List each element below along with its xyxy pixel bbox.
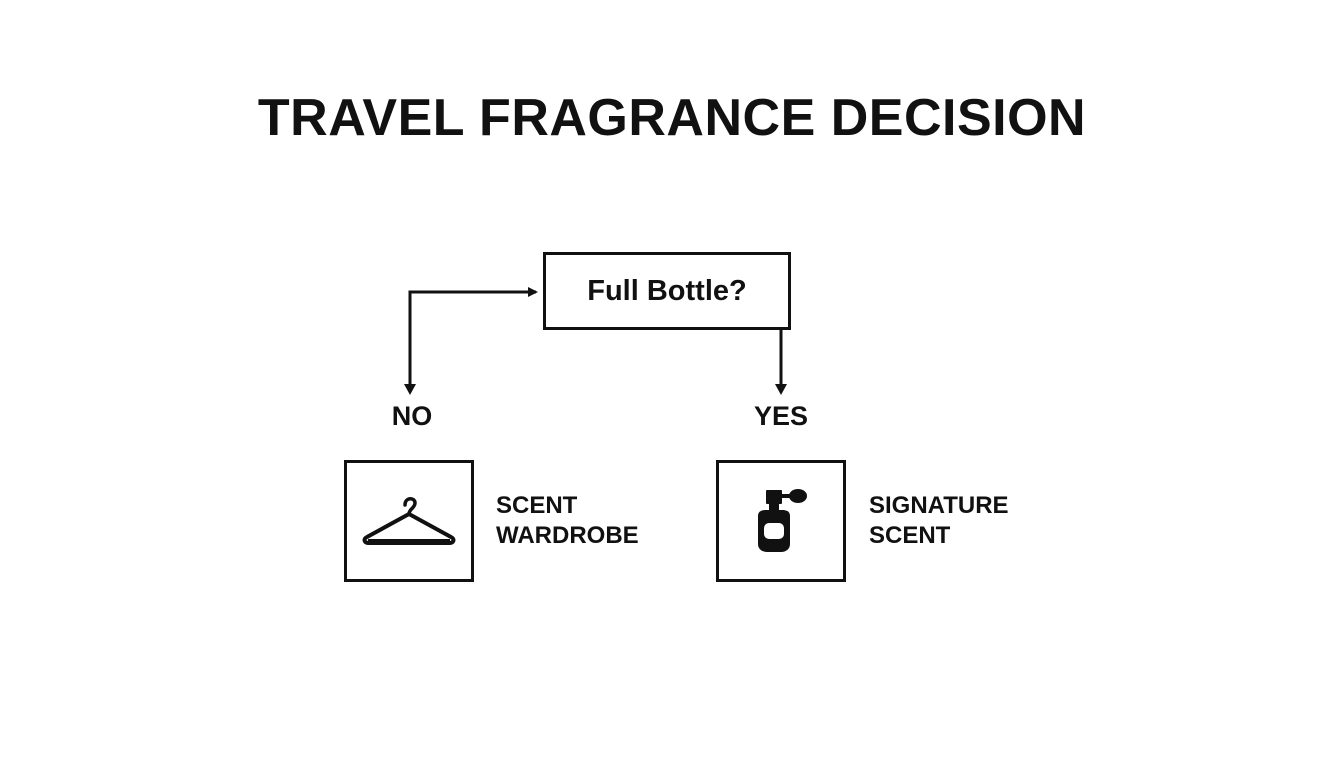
perfume-bottle-icon <box>758 489 807 552</box>
scent-wardrobe-line-1: SCENT <box>496 492 578 519</box>
scent-wardrobe-label: SCENT WARDROBE <box>496 491 676 551</box>
question-box: Full Bottle? <box>543 252 791 330</box>
question-label: Full Bottle? <box>587 274 747 307</box>
yes-branch-arrow-down <box>775 384 787 395</box>
signature-scent-line-2: SCENT <box>869 522 951 549</box>
signature-scent-icon-box <box>716 460 846 582</box>
page-title: TRAVEL FRAGRANCE DECISION <box>257 89 1087 147</box>
hanger-icon <box>362 497 456 545</box>
no-branch-label: NO <box>391 401 433 431</box>
no-branch-arrow-down <box>404 384 416 395</box>
signature-scent-line-1: SIGNATURE <box>869 492 1009 519</box>
scent-wardrobe-line-2: WARDROBE <box>496 522 639 549</box>
signature-scent-label: SIGNATURE SCENT <box>869 491 1049 551</box>
scent-wardrobe-icon-box <box>344 460 474 582</box>
yes-branch-label: YES <box>753 401 809 431</box>
no-branch-connector <box>408 287 538 386</box>
